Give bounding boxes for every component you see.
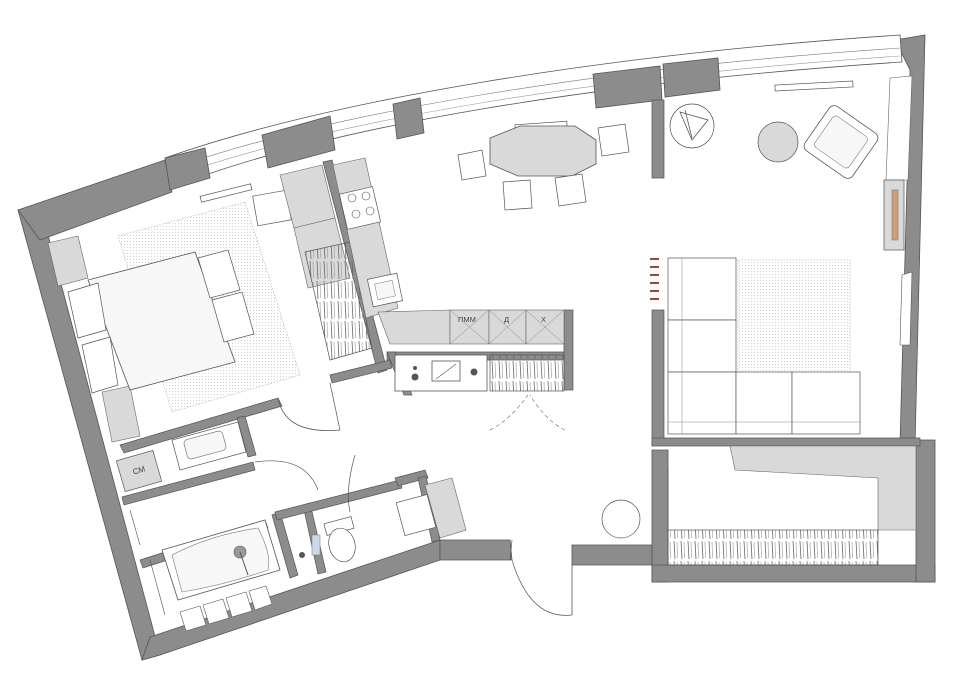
toilet — [323, 516, 356, 563]
bathroom: СМ — [115, 421, 319, 632]
floor-lamp — [669, 103, 715, 149]
kitchen-sink — [367, 272, 403, 308]
bath-storage — [179, 585, 273, 632]
fridge-label: Х — [541, 315, 546, 324]
shoe-rack — [304, 241, 373, 361]
dishwasher-label: ПММ — [458, 315, 476, 324]
entry-ottoman — [601, 499, 641, 539]
corner-sofa — [667, 257, 861, 435]
exterior-walls — [17, 34, 936, 661]
living-room — [650, 75, 913, 435]
washing-machine-label: СМ — [132, 464, 147, 476]
dining-chair — [502, 179, 533, 211]
closet-rack — [667, 529, 879, 566]
entry-door-swing — [511, 559, 573, 616]
side-table — [757, 121, 799, 163]
dining-area — [457, 123, 630, 211]
kitchen: ПММ Д Х — [332, 157, 566, 431]
bedroom — [47, 164, 373, 443]
hall-rack — [489, 354, 565, 392]
north-wall — [164, 34, 903, 203]
walk-in-closet — [667, 445, 917, 566]
radiator-marks — [650, 258, 659, 300]
dining-chair — [457, 149, 487, 181]
double-bed — [67, 249, 255, 394]
bathtub — [161, 519, 281, 601]
cooktop — [338, 186, 382, 230]
kitchen-island — [394, 354, 488, 392]
dining-table — [489, 125, 597, 177]
armchair — [803, 105, 879, 179]
appliance-column: ПММ Д Х — [449, 309, 565, 345]
dining-chair — [554, 173, 587, 207]
living-rug — [737, 259, 851, 381]
washing-machine — [115, 449, 163, 493]
wc — [299, 454, 467, 563]
cabinet-d-label: Д — [504, 315, 509, 324]
dining-chair — [597, 123, 630, 157]
entrance — [509, 499, 641, 616]
